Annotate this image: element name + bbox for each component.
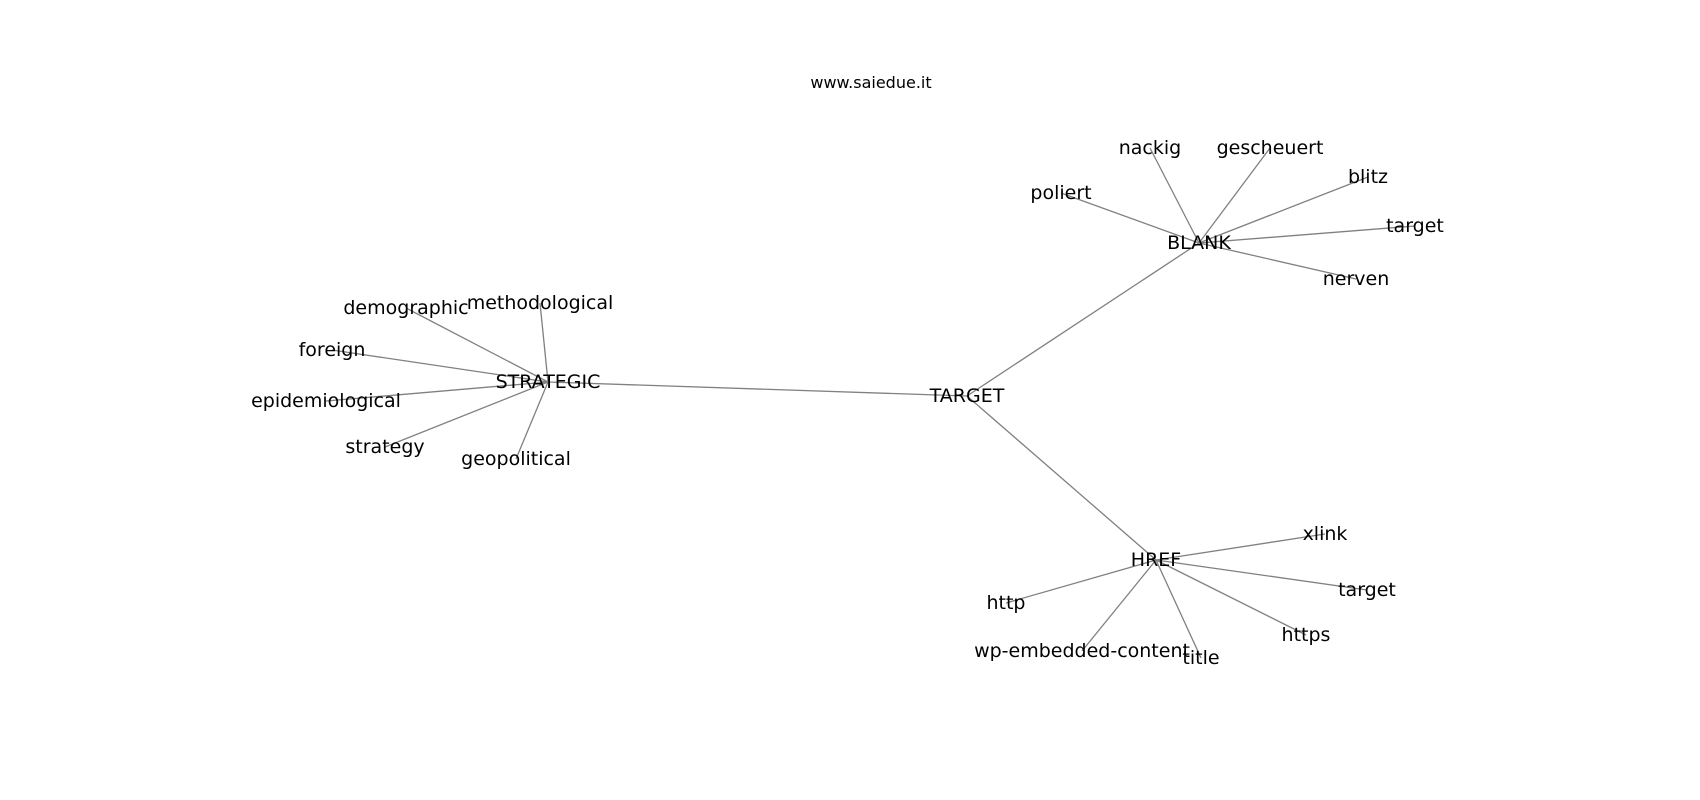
edge-STRATEGIC-methodological xyxy=(539,302,549,383)
node-TARGET: TARGET xyxy=(929,385,1005,407)
node-blitz: blitz xyxy=(1348,166,1388,188)
edge-STRATEGIC-foreign xyxy=(331,349,549,383)
node-methodological: methodological xyxy=(467,292,614,314)
edge-TARGET-BLANK xyxy=(966,242,1200,397)
edge-BLANK-gescheuert xyxy=(1198,147,1271,244)
node-foreign: foreign xyxy=(299,339,366,361)
edge-BLANK-nerven xyxy=(1198,242,1357,280)
node-target_b: target xyxy=(1386,215,1444,237)
node-BLANK: BLANK xyxy=(1167,232,1231,254)
node-title: title xyxy=(1182,647,1219,669)
edge-STRATEGIC-strategy xyxy=(384,381,549,448)
edge-BLANK-blitz xyxy=(1198,176,1369,244)
edge-TARGET-HREF xyxy=(966,395,1157,561)
edge-HREF-title xyxy=(1155,559,1202,659)
node-HREF: HREF xyxy=(1131,549,1181,571)
edge-HREF-https xyxy=(1155,559,1307,636)
node-demographic: demographic xyxy=(343,297,468,319)
edge-HREF-xlink xyxy=(1155,533,1326,561)
node-nerven: nerven xyxy=(1323,268,1390,290)
edge-TARGET-STRATEGIC xyxy=(547,381,968,397)
edge-HREF-wp-embedded-content xyxy=(1081,559,1157,652)
edge-layer xyxy=(325,147,1416,659)
edge-BLANK-nackig xyxy=(1149,147,1200,244)
node-layer: TARGET STRATEGIC BLANK HREF demographicmetho… xyxy=(251,137,1444,669)
node-gescheuert: gescheuert xyxy=(1217,137,1324,159)
node-strategy: strategy xyxy=(345,436,424,458)
edge-STRATEGIC-epidemiological xyxy=(325,381,549,402)
edge-HREF-target_h xyxy=(1155,559,1368,591)
node-xlink: xlink xyxy=(1303,523,1348,545)
edge-BLANK-poliert xyxy=(1060,192,1200,244)
edge-STRATEGIC-geopolitical xyxy=(515,381,549,460)
node-target_h: target xyxy=(1338,579,1396,601)
node-STRATEGIC: STRATEGIC xyxy=(496,371,601,393)
node-wp-embedded-content: wp-embedded-content xyxy=(974,640,1190,662)
node-epidemiological: epidemiological xyxy=(251,390,401,412)
edge-STRATEGIC-demographic xyxy=(405,307,549,383)
edge-HREF-http xyxy=(1005,559,1157,604)
edge-BLANK-target_b xyxy=(1198,225,1416,244)
node-http: http xyxy=(986,592,1025,614)
node-poliert: poliert xyxy=(1030,182,1091,204)
diagram-title: www.saiedue.it xyxy=(810,73,931,92)
node-geopolitical: geopolitical xyxy=(461,448,571,470)
node-https: https xyxy=(1282,624,1331,646)
node-nackig: nackig xyxy=(1119,137,1181,159)
